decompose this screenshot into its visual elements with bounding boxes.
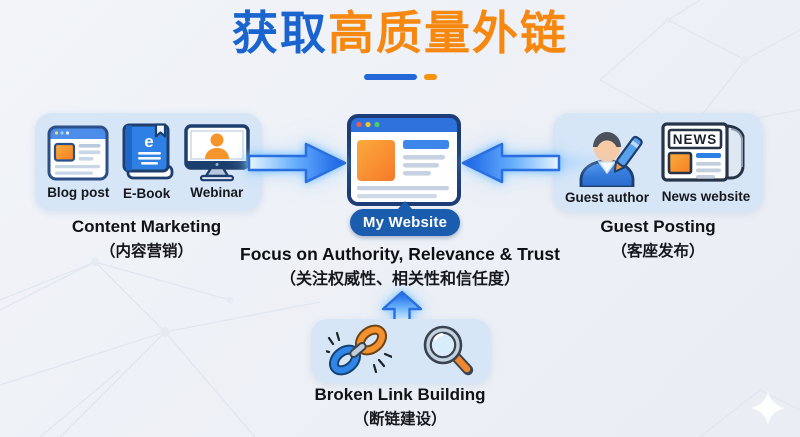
broken-link-heading: Broken Link Building xyxy=(314,385,486,404)
news-website-label: News website xyxy=(661,188,751,204)
broken-chain-icon xyxy=(325,324,392,376)
news-website-icon: NEWS xyxy=(661,121,745,182)
sparkle-icon xyxy=(751,391,785,425)
title-orange-part: 高质量外链 xyxy=(328,7,568,59)
focus-statement-line1: Focus on Authority, Relevance & Trust xyxy=(240,244,560,264)
title-underline xyxy=(0,74,800,80)
news-website-item: NEWS News website xyxy=(661,121,751,204)
guest-author-icon xyxy=(579,131,643,187)
ebook-letter: e xyxy=(144,132,153,151)
underline-blue-segment xyxy=(363,74,417,80)
ebook-icon: e xyxy=(122,123,174,180)
broken-link-building-card xyxy=(311,319,491,383)
title-blue-part: 获取 xyxy=(232,7,328,59)
blog-post-item: Blog post xyxy=(47,125,109,200)
blog-post-icon xyxy=(47,125,109,180)
content-marketing-subheading: （内容营销） xyxy=(99,243,193,260)
underline-orange-segment xyxy=(423,74,437,80)
guest-posting-subheading: （客座发布） xyxy=(611,243,705,260)
browser-window-icon xyxy=(347,114,461,206)
page-title: 获取高质量外链 xyxy=(0,8,800,59)
news-headline-text: NEWS xyxy=(673,132,718,147)
ebook-item: e E-Book xyxy=(120,123,174,201)
content-marketing-heading: Content Marketing xyxy=(71,217,222,236)
guest-posting-heading: Guest Posting xyxy=(600,217,716,236)
my-website-label: My Website xyxy=(362,214,448,231)
broken-link-subheading: （断链建设） xyxy=(353,411,447,428)
arrow-left-icon xyxy=(461,142,561,184)
blog-post-label: Blog post xyxy=(47,184,110,200)
magnifier-icon xyxy=(424,325,474,376)
guest-author-item: Guest author xyxy=(565,121,649,205)
focus-statement-line2: （关注权威性、相关性和信任度） xyxy=(279,271,520,288)
content-marketing-card: Blog post e E-Book xyxy=(35,113,262,211)
my-website-badge: My Website xyxy=(350,201,460,236)
webinar-label: Webinar xyxy=(190,185,244,200)
arrow-right-icon xyxy=(247,142,347,184)
guest-author-label: Guest author xyxy=(564,189,649,205)
ebook-label: E-Book xyxy=(123,186,171,201)
webinar-item: Webinar xyxy=(184,124,250,200)
webinar-icon xyxy=(184,124,250,182)
